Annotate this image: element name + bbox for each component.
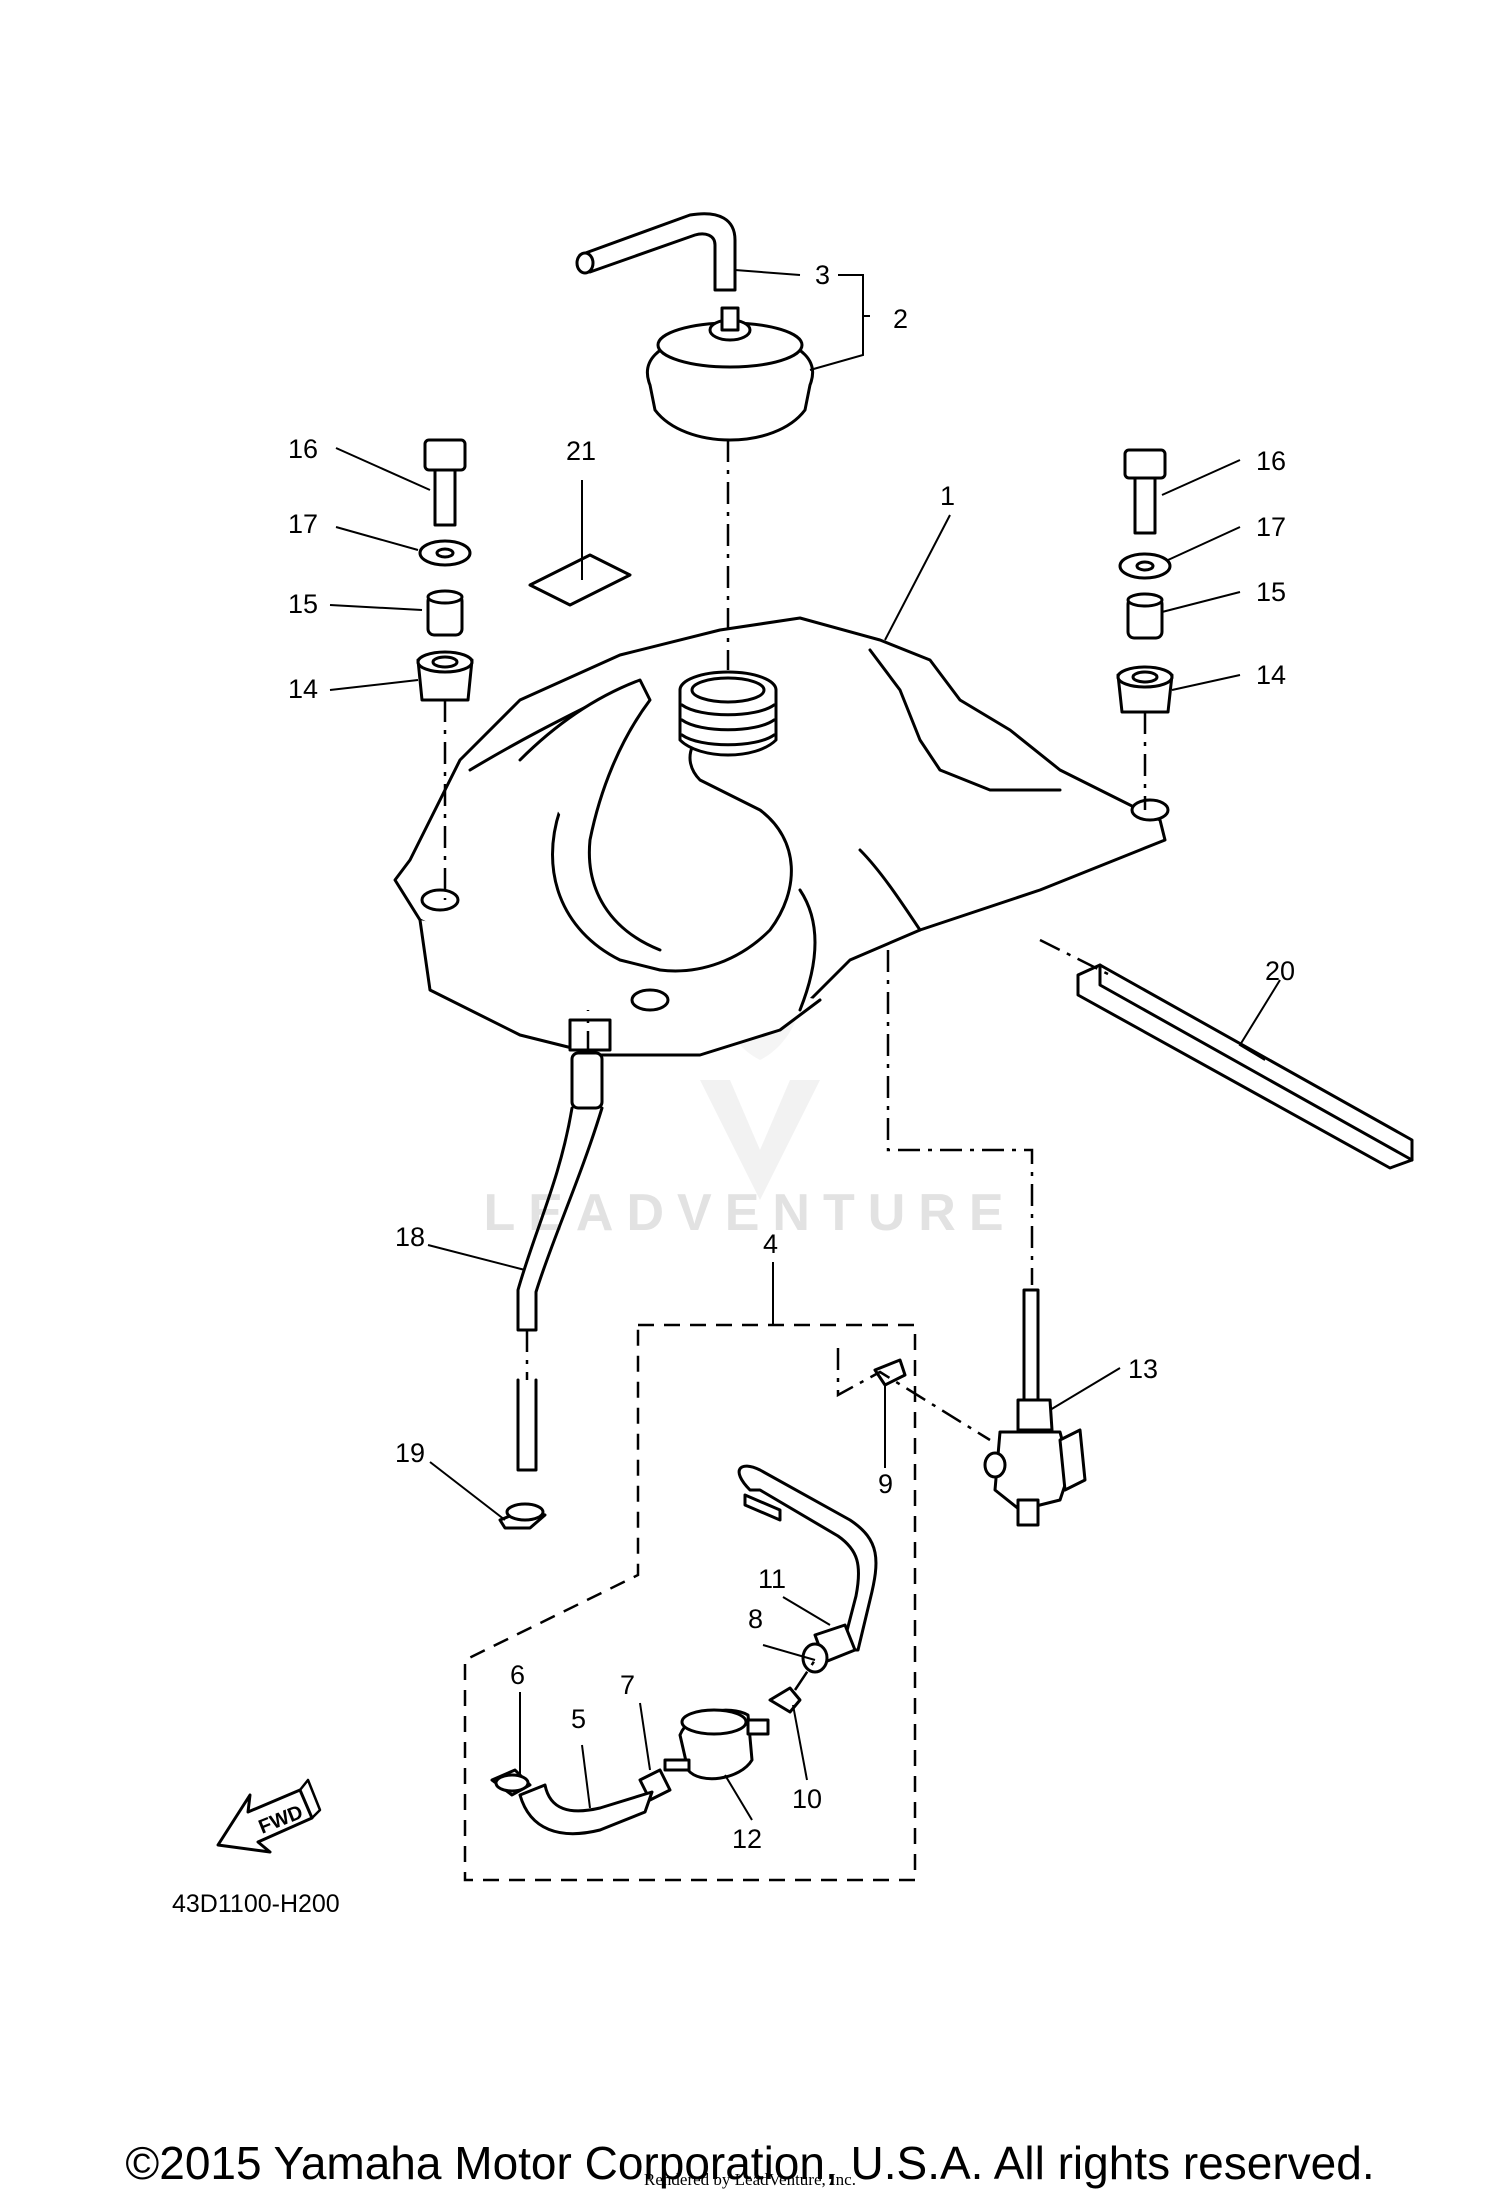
assembly-lines <box>443 440 1147 1691</box>
bolt-left <box>423 438 467 527</box>
fuel-tank <box>393 616 1170 1057</box>
grommet-left <box>416 650 474 702</box>
clip-10 <box>768 1686 802 1714</box>
washer-left <box>418 539 472 567</box>
callout-6: 6 <box>510 1660 525 1690</box>
fuel-filter-12 <box>663 1708 770 1781</box>
clip-9 <box>873 1358 907 1387</box>
callout-labels: 3 2 1 21 16 17 15 14 16 17 15 14 20 4 18… <box>288 260 1295 1854</box>
fuel-pipe-11 <box>737 1464 878 1652</box>
callout-15-left: 15 <box>288 589 318 619</box>
collar-left <box>426 589 464 637</box>
watermark-text: LEADVENTURE <box>483 1184 1016 1242</box>
callout-7: 7 <box>620 1670 635 1700</box>
fuel-hose-18 <box>516 1051 604 1472</box>
kit-boundary <box>463 1323 917 1882</box>
callout-15-right: 15 <box>1256 577 1286 607</box>
callout-19: 19 <box>395 1438 425 1468</box>
callout-10: 10 <box>792 1784 822 1814</box>
callout-16-left: 16 <box>288 434 318 464</box>
grommet-right <box>1116 665 1174 714</box>
breather-hose <box>575 212 737 292</box>
copyright-notice: ©2015 Yamaha Motor Corporation, U.S.A. A… <box>125 2137 1375 2189</box>
callout-18: 18 <box>395 1222 425 1252</box>
fuel-cap <box>645 306 815 442</box>
callout-16-right: 16 <box>1256 446 1286 476</box>
damper-strip <box>1076 963 1414 1170</box>
callout-3: 3 <box>815 260 830 290</box>
callout-1: 1 <box>940 481 955 511</box>
callout-14-right: 14 <box>1256 660 1286 690</box>
callout-8: 8 <box>748 1604 763 1634</box>
callout-20: 20 <box>1265 956 1295 986</box>
rendered-by-credit: Rendered by LeadVenture, Inc. <box>644 2170 856 2189</box>
callout-21: 21 <box>566 436 596 466</box>
callout-14-left: 14 <box>288 674 318 704</box>
callout-13: 13 <box>1128 1354 1158 1384</box>
fwd-arrow: FWD <box>216 1778 322 1854</box>
callout-11: 11 <box>758 1564 786 1594</box>
callout-12: 12 <box>732 1824 762 1854</box>
callout-5: 5 <box>571 1704 586 1734</box>
fuel-cock <box>983 1288 1087 1527</box>
fuel-hose-5 <box>518 1783 654 1836</box>
clip-6 <box>490 1768 532 1797</box>
diagram-code: 43D1100-H200 <box>172 1890 340 1918</box>
hose-clip-19 <box>498 1502 547 1530</box>
callout-17-right: 17 <box>1256 512 1286 542</box>
callout-9: 9 <box>878 1469 893 1499</box>
bolt-right <box>1123 448 1167 535</box>
callout-4: 4 <box>763 1229 778 1259</box>
hose-joint-8 <box>801 1623 857 1674</box>
leader-lines <box>329 269 1281 1821</box>
callout-2: 2 <box>893 304 908 334</box>
washer-right <box>1118 552 1172 580</box>
collar-right <box>1126 592 1164 640</box>
callout-17-left: 17 <box>288 509 318 539</box>
caution-label <box>528 553 632 607</box>
